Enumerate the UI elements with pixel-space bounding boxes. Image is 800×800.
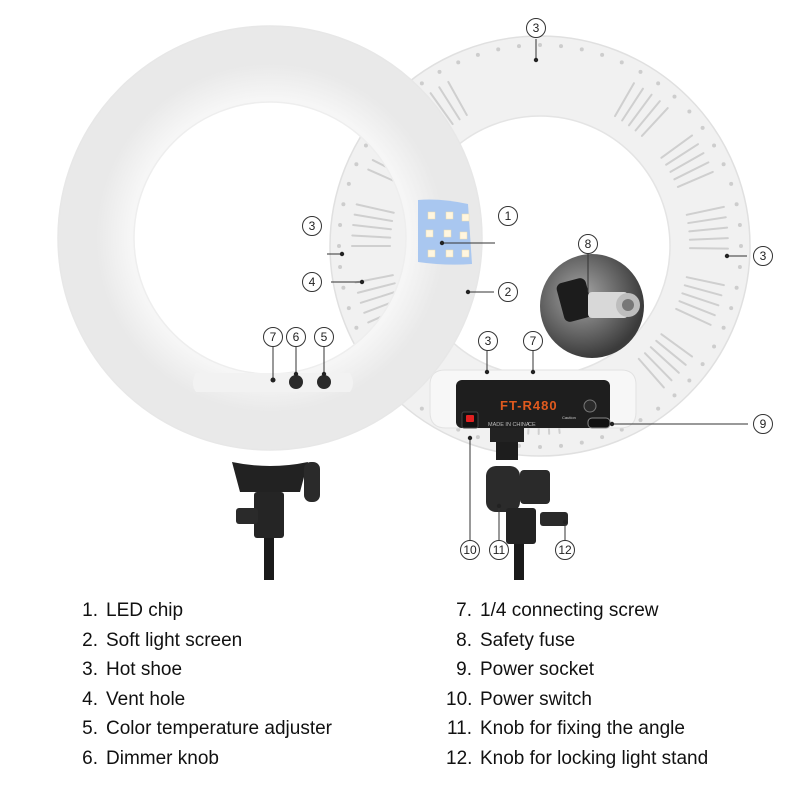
callout-number: 7	[530, 334, 537, 348]
callout-anchor-dot	[339, 251, 345, 257]
callout-anchor-dot	[724, 253, 730, 259]
callout-number: 3	[485, 334, 492, 348]
callout-marker: 3	[302, 216, 322, 236]
ring-light-diagram: FT-R480 MADE IN CHINA CE Caution	[57, 18, 773, 580]
legend-item: 10.Power switch	[446, 688, 592, 710]
callout-number: 10	[463, 543, 477, 557]
legend-item: 5.Color temperature adjuster	[82, 718, 332, 740]
zoom-inset	[540, 254, 644, 358]
callout-number: 12	[558, 543, 572, 557]
callout-anchor-dot	[562, 519, 568, 525]
callout-marker: 2	[498, 282, 518, 302]
callout-number: 7	[270, 330, 277, 344]
callout-anchor-dot	[467, 435, 473, 441]
callout-marker: 3	[753, 246, 773, 266]
callout-marker: 5	[314, 327, 334, 347]
led-chips	[425, 211, 470, 258]
callout-anchor-dot	[321, 371, 327, 377]
callout-lines	[272, 39, 748, 540]
model-label: FT-R480	[500, 398, 558, 413]
angle-fix-knob[interactable]	[486, 466, 520, 512]
callout-anchor-dot	[496, 503, 502, 509]
callout-number: 5	[321, 330, 328, 344]
callout-number: 4	[309, 275, 316, 289]
power-socket[interactable]	[587, 417, 611, 429]
back-stand-mount	[486, 428, 568, 580]
caution-label: Caution	[562, 415, 576, 420]
legend-right: 7.1/4 connecting screw 8.Safety fuse 9.P…	[446, 596, 708, 774]
callout-anchor-dot	[293, 371, 299, 377]
power-switch[interactable]	[466, 415, 474, 422]
callout-marker: 10	[460, 540, 480, 560]
front-stand	[232, 462, 320, 580]
callout-marker: 4	[302, 272, 322, 292]
cert-label: CE	[528, 422, 536, 428]
callout-number: 6	[293, 330, 300, 344]
led-chip-patch	[418, 199, 472, 265]
legend-item: 1.LED chip	[82, 600, 184, 621]
callout-marker: 1	[498, 206, 518, 226]
callout-number: 9	[760, 417, 767, 431]
dimmer-knob[interactable]	[289, 375, 303, 389]
made-in-label: MADE IN CHINA	[488, 422, 530, 428]
callout-marker: 3	[478, 331, 498, 351]
legend-item: 8.Safety fuse	[456, 629, 576, 651]
legend-item: 7.1/4 connecting screw	[456, 600, 659, 621]
safety-fuse[interactable]	[583, 399, 597, 413]
callout-marker: 9	[753, 414, 773, 434]
callout-marker: 8	[578, 234, 598, 254]
callout-number: 8	[585, 237, 592, 251]
control-panel	[456, 380, 610, 428]
callout-number: 11	[493, 543, 506, 557]
callout-marker: 12	[555, 540, 575, 560]
legend-item: 9.Power socket	[456, 659, 595, 681]
callout-anchor-dot	[533, 57, 539, 63]
color-temp-knob[interactable]	[317, 375, 331, 389]
callout-anchor-dot	[609, 421, 615, 427]
legend-item: 4.Vent hole	[82, 688, 186, 710]
callout-marker: 3	[526, 18, 546, 38]
callout-anchor-dot	[484, 369, 490, 375]
callout-number: 1	[505, 209, 512, 223]
back-control-box: FT-R480 MADE IN CHINA CE Caution	[429, 369, 637, 429]
legend-item: 2.Soft light screen	[82, 629, 243, 651]
callout-number: 3	[760, 249, 767, 263]
callout-number: 2	[505, 285, 512, 299]
callout-marker: 7	[263, 327, 283, 347]
callout-anchor-dot	[530, 369, 536, 375]
legend-item: 12.Knob for locking light stand	[446, 747, 709, 769]
callout-number: 3	[309, 219, 316, 233]
callout-anchor-dot	[439, 240, 445, 246]
callout-marker: 11	[489, 540, 509, 560]
callout-marker: 6	[286, 327, 306, 347]
legend-left: 1.LED chip 2.Soft light screen 3.Hot sho…	[80, 596, 332, 774]
legend-item: 6.Dimmer knob	[82, 747, 219, 769]
legend-item: 3.Hot shoe	[82, 659, 183, 681]
callout-marker: 7	[523, 331, 543, 351]
callout-anchor-dot	[359, 279, 365, 285]
callout-anchor-dot	[465, 289, 471, 295]
callout-anchor-dot	[270, 377, 276, 383]
stand-lock-knob[interactable]	[540, 512, 568, 526]
legend-item: 11.Knob for fixing the angle	[446, 718, 685, 740]
callout-number: 3	[533, 21, 540, 35]
